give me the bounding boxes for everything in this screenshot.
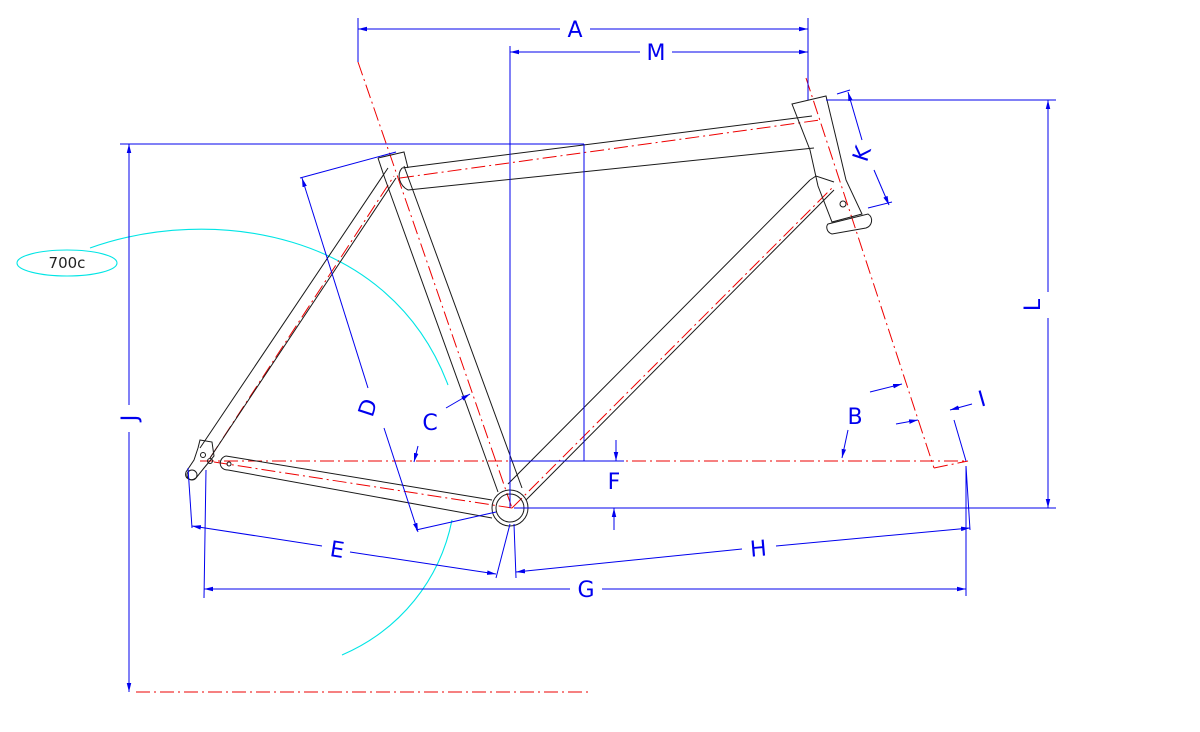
dim-label-G: G xyxy=(577,578,594,603)
chain-stay xyxy=(225,455,493,519)
dim-label-I: I xyxy=(976,387,989,413)
wheel-700c-arc xyxy=(89,228,453,656)
dim-label-D: D xyxy=(354,396,383,420)
extension-lines xyxy=(120,18,1056,599)
dim-label-F: F xyxy=(608,470,621,495)
seat-tube-top xyxy=(377,157,385,177)
dim-label-K: K xyxy=(849,143,877,165)
top-tube-seat-joint xyxy=(398,167,409,191)
seat-tube-centerline xyxy=(357,61,513,509)
top-tube-centerline xyxy=(399,119,821,179)
dimension-labels: A M K L J D C B I F E H G xyxy=(118,18,1046,603)
dim-label-E: E xyxy=(328,537,346,564)
dim-line-C xyxy=(445,393,471,409)
dim-label-J: J xyxy=(118,415,143,424)
head-tube xyxy=(791,95,863,223)
dim-label-L: L xyxy=(1021,298,1046,311)
down-tube-centerline xyxy=(511,187,833,509)
dim-label-M: M xyxy=(647,41,666,66)
chain-stay-vent-hole xyxy=(226,461,232,467)
rear-axle-point xyxy=(207,458,213,464)
down-tube-head-joint xyxy=(809,175,835,183)
fork-offset-line xyxy=(933,460,969,469)
down-tube xyxy=(507,179,835,501)
head-tube-vent-hole xyxy=(839,200,847,208)
dim-label-B: B xyxy=(847,405,862,430)
dropout-bolt xyxy=(200,452,206,458)
wheel-size-tag: 700c xyxy=(16,249,118,277)
rear-dropout xyxy=(185,439,215,481)
seat-tube xyxy=(377,151,523,493)
dim-label-C: C xyxy=(422,411,437,436)
seat-stay xyxy=(199,167,397,459)
dropout-hanger-hole xyxy=(186,469,198,481)
dim-line-I xyxy=(949,403,973,411)
frame-centerlines xyxy=(136,61,969,693)
dim-line-B xyxy=(869,383,903,393)
dim-label-H: H xyxy=(749,536,768,562)
head-tube-centerline xyxy=(805,77,935,469)
dim-line-E xyxy=(191,525,323,547)
dim-label-A: A xyxy=(567,18,582,43)
chain-stay-dropout-end xyxy=(219,455,229,471)
head-tube-lower-cup xyxy=(826,213,873,235)
dim-line-D xyxy=(301,177,369,389)
chain-stay-centerline xyxy=(213,461,513,509)
dim-line-K xyxy=(847,91,863,141)
top-tube xyxy=(401,115,815,191)
dim-line-H xyxy=(515,548,743,574)
wheel-size-label: 700c xyxy=(49,254,86,272)
dimension-lines xyxy=(126,26,1051,692)
